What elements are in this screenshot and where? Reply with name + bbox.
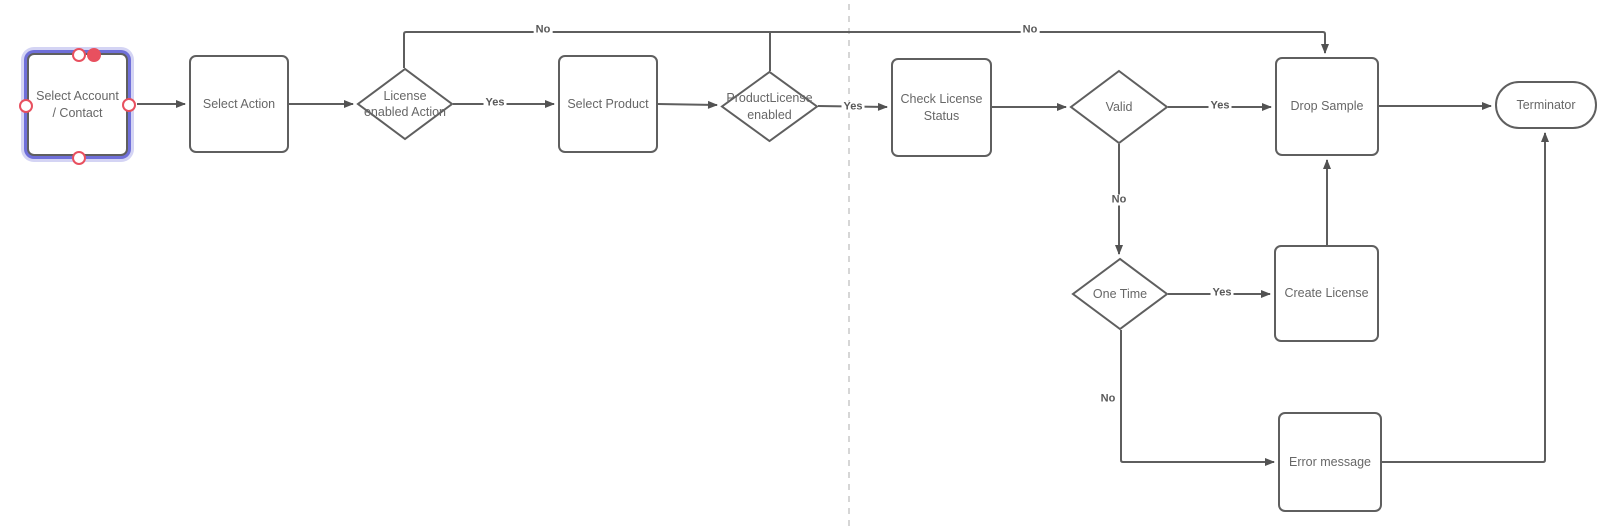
edge-label-valid-yes[interactable]: Yes [1208,99,1232,112]
node-terminator[interactable]: Terminator [1495,81,1597,129]
edge-label-one-time-no[interactable]: No [1098,392,1118,405]
node-error-message-label: Error message [1289,454,1371,469]
edge-label-product-license-enabled-no[interactable]: No [1020,23,1040,36]
connection-handle-top[interactable] [72,48,86,62]
node-valid-label: Valid [1105,99,1133,114]
edge-label-product-license-enabled-yes[interactable]: Yes [841,100,865,113]
edge-select-product-to-product-license-enabled[interactable] [657,100,718,109]
edge-label-license-enabled-action-yes[interactable]: Yes [483,96,507,109]
node-license-enabled-action[interactable]: License enabled Action [357,68,453,140]
node-select-account-contact[interactable]: Select Account / Contact [19,48,136,165]
connection-handle-right[interactable] [122,98,136,112]
node-create-license[interactable]: Create License [1274,245,1379,342]
node-drop-sample-label: Drop Sample [1290,99,1364,114]
edge-one-time-no-to-error-message[interactable] [1120,330,1275,466]
node-terminator-label: Terminator [1516,97,1576,112]
node-license-enabled-action-label: License enabled Action [363,88,446,119]
connection-handle-top-filled[interactable] [87,48,101,62]
decision-diamond-shape [721,71,818,142]
node-product-license-enabled[interactable]: ProductLicense enabled [721,71,818,142]
decision-diamond-shape [1072,258,1168,330]
connection-handle-left[interactable] [19,99,33,113]
node-check-license-status-label: Check License Status [900,92,983,123]
decision-diamond-shape [357,68,453,140]
edge-label-valid-no[interactable]: No [1109,193,1129,206]
node-error-message[interactable]: Error message [1278,412,1382,512]
node-valid[interactable]: Valid [1070,70,1168,144]
edge-label-license-enabled-action-no[interactable]: No [533,23,553,36]
node-one-time[interactable]: One Time [1072,258,1168,330]
node-product-license-enabled-label: ProductLicense enabled [726,91,813,122]
connection-handle-bottom[interactable] [72,151,86,165]
edge-label-one-time-yes[interactable]: Yes [1210,286,1234,299]
edge-error-message-to-terminator[interactable] [1382,132,1549,463]
node-create-license-label: Create License [1284,286,1369,301]
node-select-product[interactable]: Select Product [558,55,658,153]
node-select-account-contact-label: Select Account / Contact [36,89,119,120]
node-select-action-label: Select Action [202,96,276,111]
node-select-product-label: Select Product [567,96,649,111]
edge-license-enabled-action-no-to-drop-sample[interactable] [403,31,1329,68]
node-one-time-label: One Time [1092,286,1148,301]
node-select-action[interactable]: Select Action [189,55,289,153]
decision-diamond-shape [1070,70,1168,144]
node-check-license-status[interactable]: Check License Status [891,58,992,157]
node-drop-sample[interactable]: Drop Sample [1275,57,1379,156]
